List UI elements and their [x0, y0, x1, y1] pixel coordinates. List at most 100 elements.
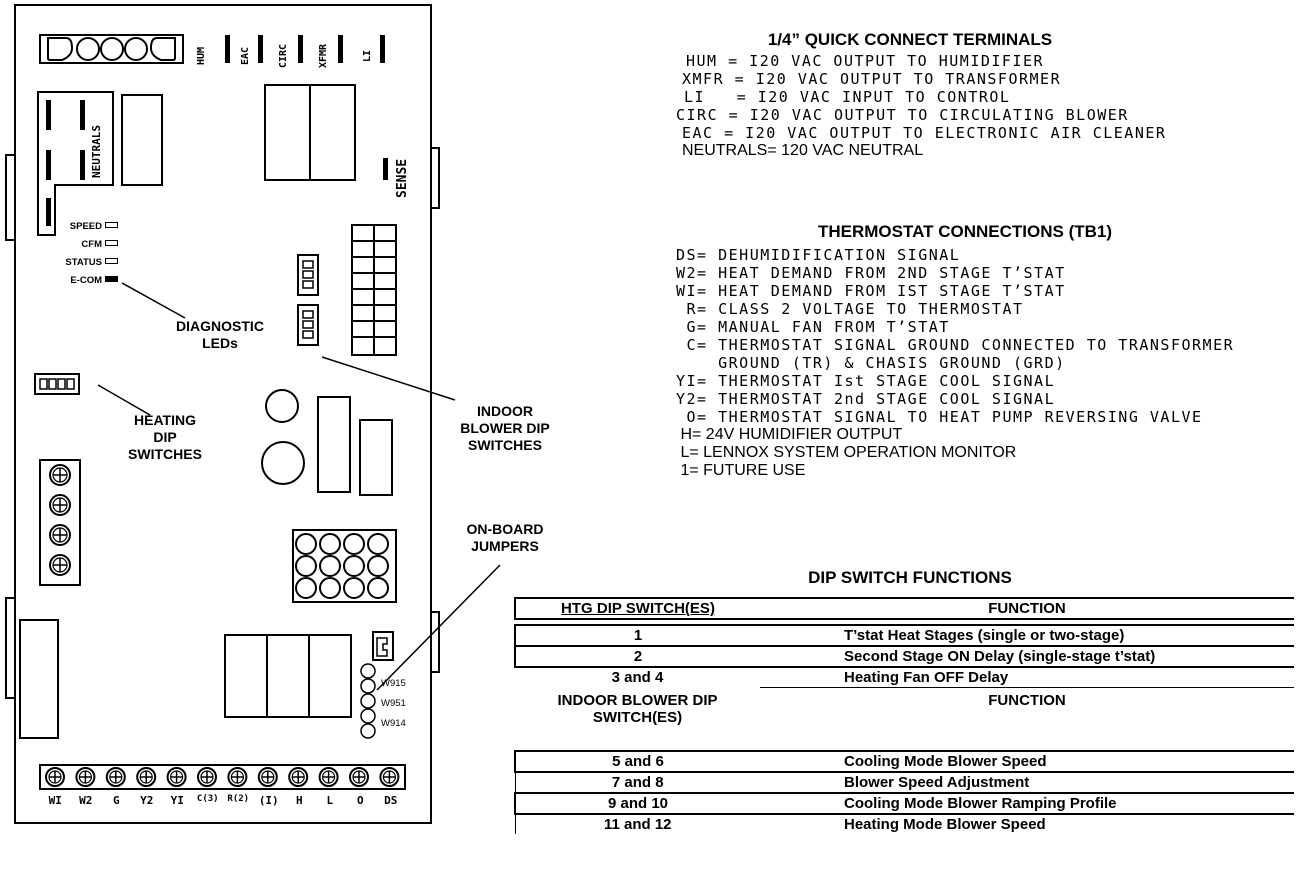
jumper-w914-label: W914 [381, 718, 406, 729]
plug-pin-hole [295, 533, 317, 555]
mid-relay-1 [317, 396, 351, 493]
jumper-w915b [360, 678, 376, 694]
neutrals-block [37, 91, 114, 236]
quick-connect-line: XMFR = I20 VAC OUTPUT TO TRANSFORMER [682, 70, 1062, 88]
left-block-screw-icon [49, 524, 71, 546]
table-row: 2 Second Stage ON Delay (single-stage t’… [514, 645, 1294, 668]
bottom-terminal-labels: WI W2 G Y2 YI C(3) R(2) (I) H L O DS [40, 794, 406, 807]
sense-terminal [383, 158, 388, 180]
jumper-w951b [360, 708, 376, 724]
terminal-screw-icon [349, 767, 369, 787]
dip-blower-header: INDOOR BLOWER DIP SWITCH(ES) FUNCTION [515, 688, 1294, 751]
term-label-yi: YI [170, 794, 184, 807]
xfmr-terminal [338, 35, 343, 63]
term-label-g: G [112, 794, 120, 807]
thermostat-line: O= THERMOSTAT SIGNAL TO HEAT PUMP REVERS… [676, 408, 1203, 426]
terminal-screw-icon [136, 767, 157, 787]
led-speed-indicator [105, 221, 118, 228]
quick-connect-line: NEUTRALS= 120 VAC NEUTRAL [682, 142, 924, 159]
thermostat-line: H= 24V HUMIDIFIER OUTPUT [676, 426, 903, 443]
dip-header-col2: FUNCTION [760, 597, 1294, 620]
capacitor-small [265, 389, 299, 423]
term-label-w2: W2 [79, 794, 93, 807]
blower-header-col2: FUNCTION [988, 692, 1066, 709]
table-row: 5 and 6 Cooling Mode Blower Speed [514, 749, 1294, 773]
plug-pin-hole [343, 577, 365, 599]
capacitor-large [261, 441, 305, 485]
terminal-screw-icon [227, 767, 248, 787]
term-label-ds: DS [384, 794, 398, 807]
terminal-screw-icon [105, 767, 126, 787]
dip-switch-table: HTG DIP SWITCH(ES) FUNCTION 1 T’stat Hea… [514, 597, 1294, 834]
heating-dip-switches-label: HEATING DIP SWITCHES [128, 412, 202, 462]
terminal-screw-icon [288, 767, 309, 787]
eac-terminal [258, 35, 263, 63]
leader-diagnostic [121, 282, 186, 319]
thermostat-line: R= CLASS 2 VOLTAGE TO THERMOSTAT [676, 300, 1024, 318]
plug-pin-hole [367, 533, 389, 555]
plug-pin-hole [343, 555, 365, 577]
dip-table-header: HTG DIP SWITCH(ES) FUNCTION [514, 597, 1294, 620]
terminal-screw-icon [166, 767, 187, 787]
term-label-1: (I) [258, 794, 279, 807]
term-label-y2: Y2 [140, 794, 154, 807]
eac-label: EAC [240, 46, 251, 65]
jumper-connector [372, 631, 394, 661]
table-row: 9 and 10 Cooling Mode Blower Ramping Pro… [514, 791, 1294, 815]
term-label-c3: C(3) [196, 794, 219, 804]
thermostat-line: GROUND (TR) & CHASIS GROUND (GRD) [676, 354, 1066, 372]
thermostat-line: 1= FUTURE USE [676, 462, 806, 479]
leader-heating [97, 384, 151, 416]
terminal-screw-icon [257, 767, 278, 787]
dip-table-title: DIP SWITCH FUNCTIONS [808, 568, 1012, 587]
hum-label: HUM [196, 46, 207, 65]
li-terminal [380, 35, 385, 63]
left-bottom-block [19, 619, 59, 739]
quick-connect-title: 1/4” QUICK CONNECT TERMINALS [767, 30, 1053, 49]
jumper-w951-label: W951 [381, 698, 406, 709]
diagnostic-leds-label: DIAGNOSTIC LEDs [176, 318, 264, 351]
table-row: 3 and 4 Heating Fan OFF Delay [515, 667, 1294, 688]
term-label-o: O [356, 794, 364, 807]
board-tab-right-top [430, 147, 440, 209]
bottom-relay-1 [224, 634, 268, 718]
jumper-w915 [360, 663, 376, 679]
table-row: 1 T’stat Heat Stages (single or two-stag… [514, 624, 1294, 647]
quick-connect-list: HUM = I20 VAC OUTPUT TO HUMIDIFIER XMFR … [676, 52, 1166, 160]
indoor-blower-dip-switches-label: INDOOR BLOWER DIP SWITCHES [460, 403, 550, 453]
led-ecom-indicator [105, 275, 118, 282]
top-relay-left [264, 84, 311, 181]
plug-pin-hole [319, 533, 341, 555]
thermostat-line: L= LENNOX SYSTEM OPERATION MONITOR [676, 444, 1017, 461]
indoor-blower-dip-switches [297, 254, 319, 346]
heating-dip-switch [34, 373, 80, 395]
thermostat-line: Y2= THERMOSTAT 2nd STAGE COOL SIGNAL [676, 390, 1056, 408]
thermostat-line: DS= DEHUMIDIFICATION SIGNAL [676, 246, 961, 264]
quick-connect-line: CIRC = I20 VAC OUTPUT TO CIRCULATING BLO… [676, 106, 1129, 124]
left-block-screw-icon [49, 494, 71, 516]
neutrals-relay [121, 94, 163, 186]
blower-header-col1: INDOOR BLOWER DIP SWITCH(ES) [557, 691, 718, 726]
plug-pin-hole [343, 533, 365, 555]
thermostat-line: W2= HEAT DEMAND FROM 2ND STAGE T’STAT [676, 264, 1066, 282]
jumper-w951 [360, 693, 376, 709]
led-status-indicator [105, 257, 118, 264]
term-label-wi: WI [48, 794, 62, 807]
left-screw-terminal-block [39, 459, 81, 586]
terminal-screw-icon [75, 767, 96, 787]
quick-connect-line: HUM = I20 VAC OUTPUT TO HUMIDIFIER [686, 52, 1045, 70]
terminal-screw-icon [379, 767, 400, 787]
board-tab-left-bottom [5, 597, 16, 699]
plug-pin-hole [367, 555, 389, 577]
power-plug-connector [292, 529, 397, 603]
li-label: LI [362, 49, 373, 62]
bottom-relay-3 [308, 634, 352, 718]
term-label-r2: R(2) [227, 794, 250, 804]
mid-relay-2 [359, 419, 393, 496]
bottom-terminal-strip [39, 764, 406, 790]
terminal-screw-icon [318, 767, 339, 787]
plug-pin-hole [319, 555, 341, 577]
plug-pin-hole [367, 577, 389, 599]
circ-label: CIRC [278, 43, 289, 68]
xfmr-label: XFMR [318, 43, 329, 68]
